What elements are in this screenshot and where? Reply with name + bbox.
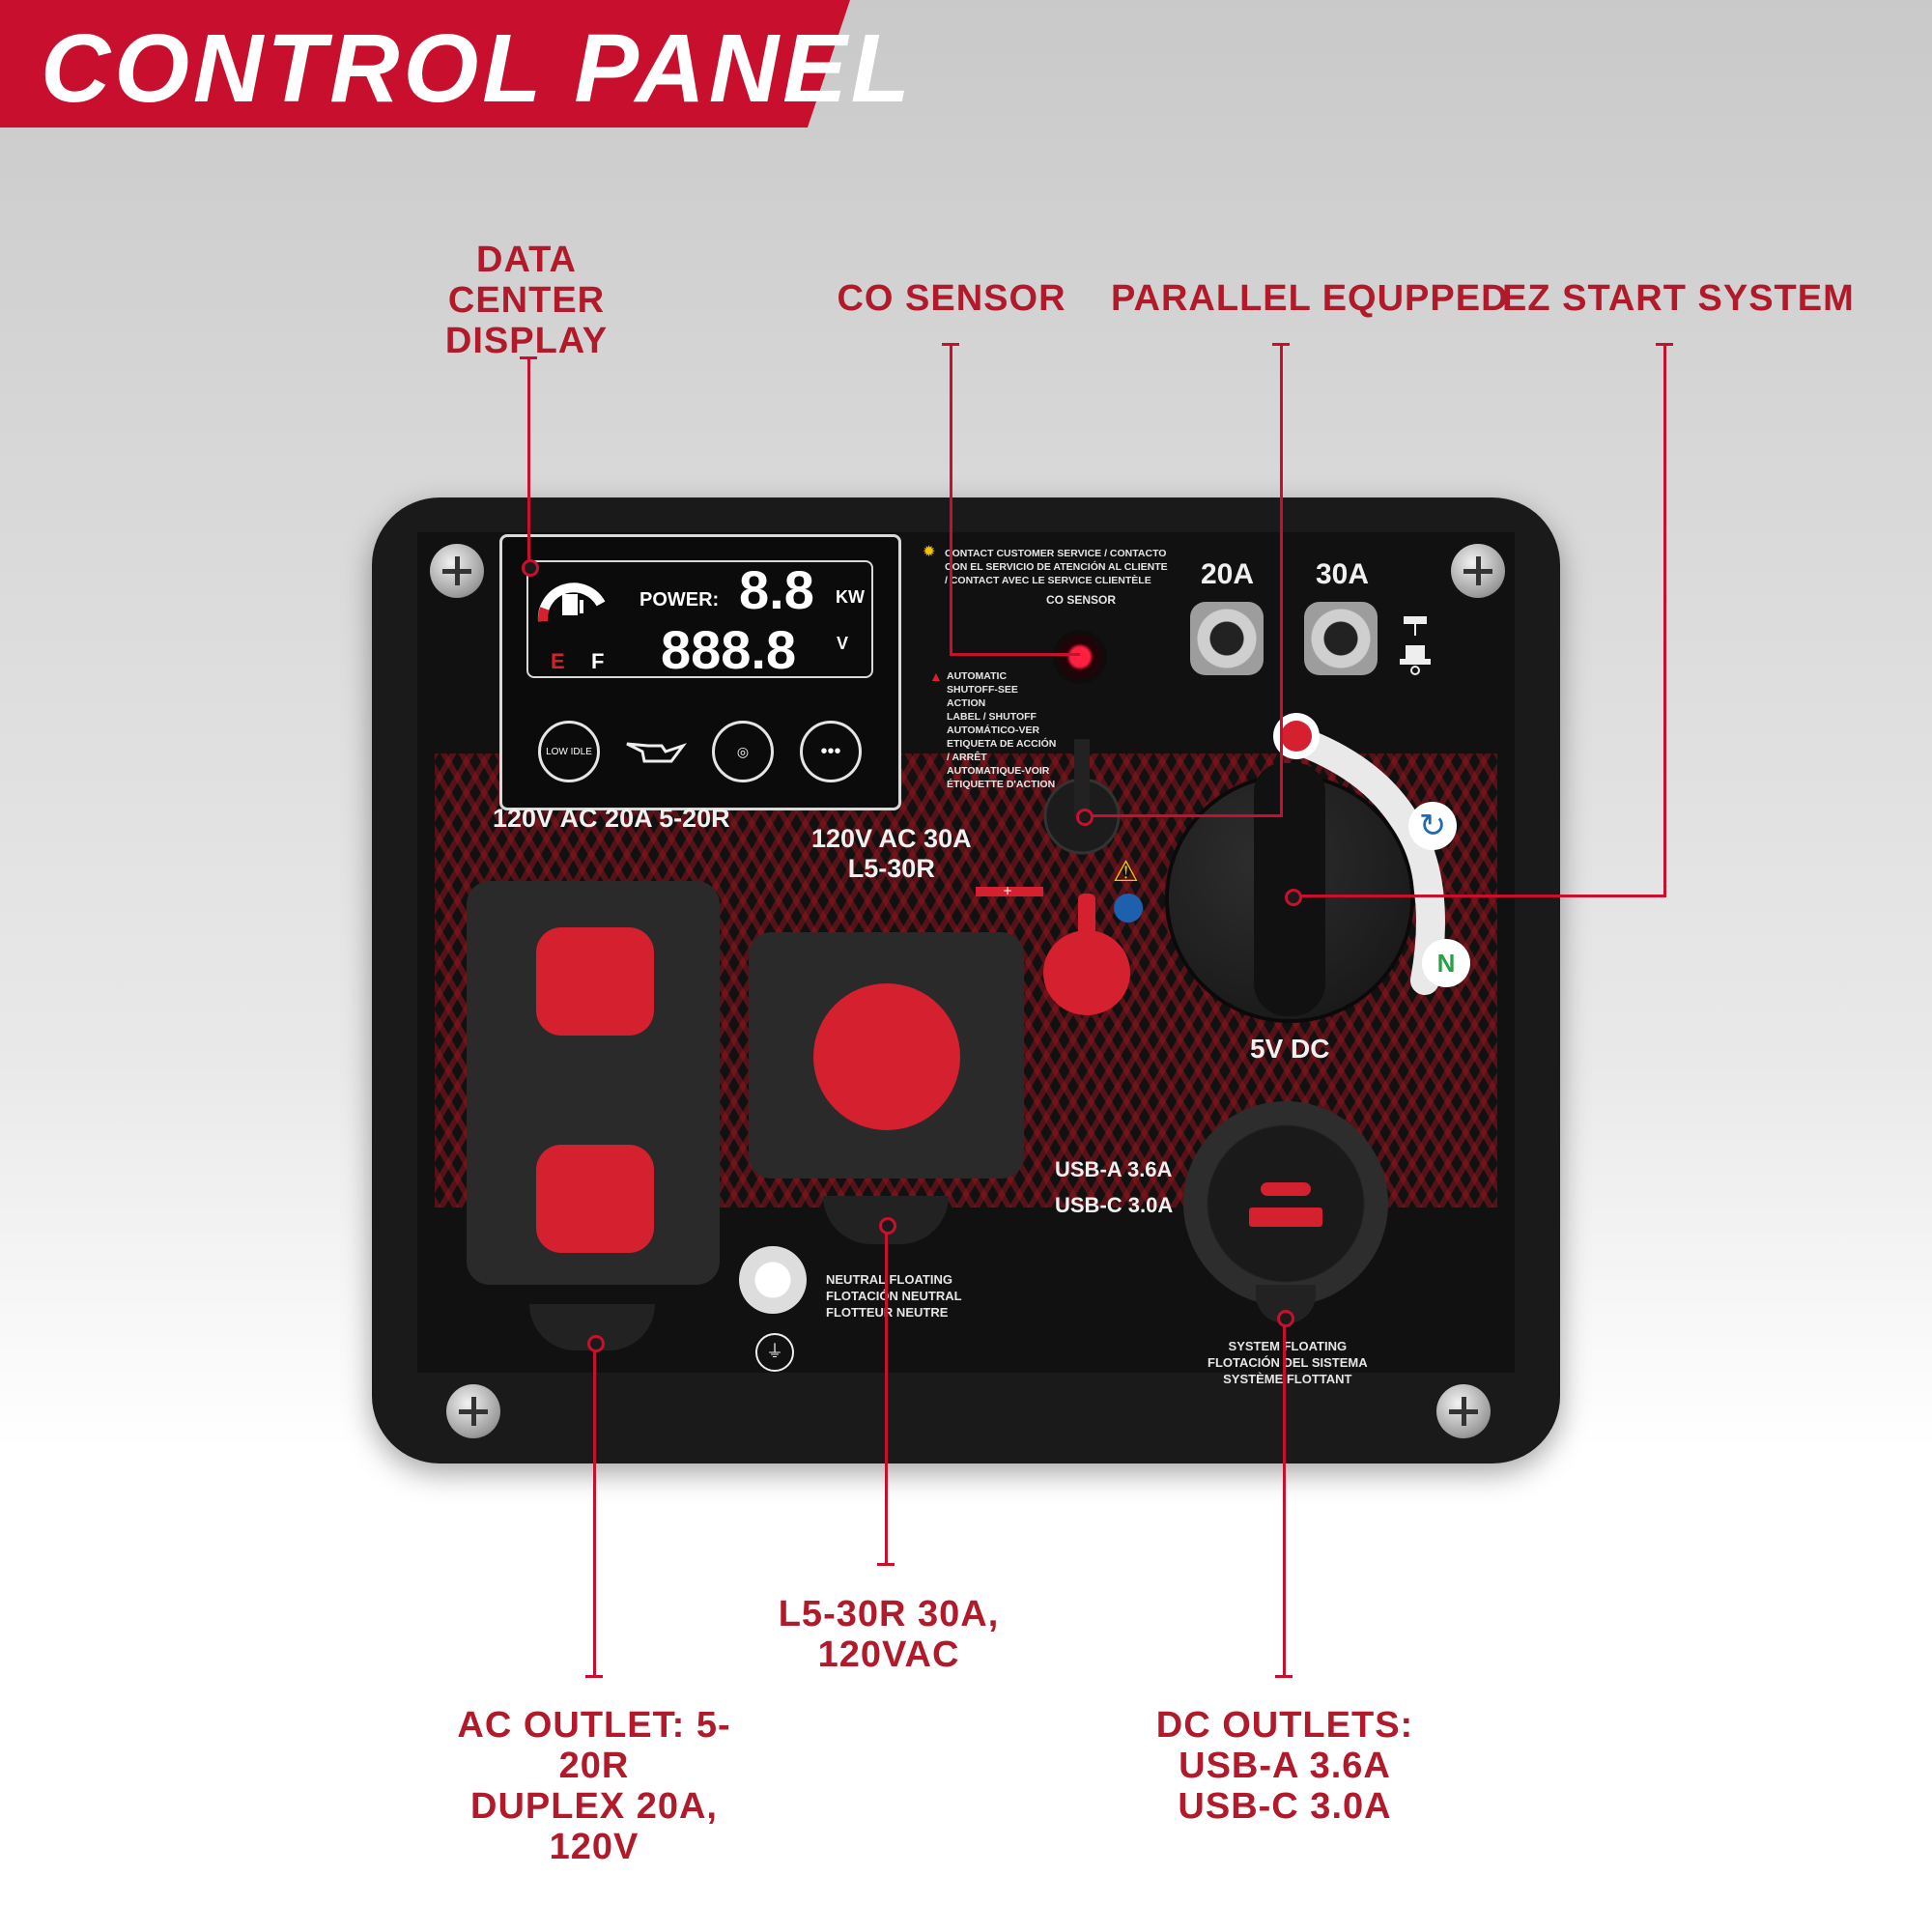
callout-dc-outlets: DC OUTLETS: USB-A 3.6A USB-C 3.0A bbox=[1155, 1705, 1414, 1827]
label-20a: 20A bbox=[1201, 558, 1255, 590]
shutoff-text: AUTOMATIC SHUTOFF-SEE ACTION LABEL / SHU… bbox=[947, 670, 1057, 790]
callout-ac-outlet: AC OUTLET: 5-20R DUPLEX 20A, 120V bbox=[457, 1705, 731, 1867]
callout-ez-start-system: EZ START SYSTEM bbox=[1502, 278, 1855, 319]
outlet-5-20r-label: 120V AC 20A 5-20R bbox=[493, 804, 730, 833]
run-icon: ↻ bbox=[1408, 802, 1457, 850]
leader-dot bbox=[587, 1335, 605, 1352]
leader-dot bbox=[879, 1217, 896, 1235]
label-30a: 30A bbox=[1316, 558, 1370, 590]
ground-icon: ⏚ bbox=[755, 1333, 794, 1372]
dc-5v-label: 5V DC bbox=[1250, 1034, 1330, 1064]
parallel-port-30a[interactable] bbox=[1304, 602, 1378, 675]
screw-icon bbox=[1451, 544, 1505, 598]
power-value: 8.8 bbox=[739, 559, 814, 620]
screw-icon bbox=[1436, 1384, 1491, 1438]
leader-tick bbox=[585, 1675, 603, 1678]
leader-tick bbox=[1272, 343, 1290, 346]
leader-line-ez-start-h bbox=[1291, 895, 1666, 897]
start-icon: N bbox=[1422, 939, 1470, 987]
choke-knob[interactable] bbox=[1041, 894, 1132, 1019]
manual-icon bbox=[1114, 894, 1143, 923]
contact-service-text: CONTACT CUSTOMER SERVICE / CONTACTO CON … bbox=[945, 548, 1168, 586]
fuel-gauge-icon bbox=[533, 565, 611, 642]
leader-line-co-sensor bbox=[950, 344, 952, 655]
leader-tick bbox=[877, 1563, 895, 1566]
outlet-l5-30r-label: 120V AC 30A L5-30R bbox=[811, 824, 972, 883]
parallel-connect-icon bbox=[1396, 609, 1435, 678]
outlet-5-20r-bottom[interactable] bbox=[536, 1145, 654, 1253]
power-unit: KW bbox=[836, 587, 865, 607]
page-title: CONTROL PANEL bbox=[41, 14, 914, 123]
screw-icon bbox=[446, 1384, 500, 1438]
leader-line-data-center bbox=[527, 357, 530, 565]
system-floating-text: SYSTEM FLOATING FLOTACIÓN DEL SISTEMA SY… bbox=[1208, 1339, 1368, 1386]
co-sensor-label: CO SENSOR bbox=[1046, 593, 1117, 607]
fuel-full-label: F bbox=[591, 649, 605, 673]
leader-tick bbox=[520, 356, 537, 359]
choke-icon: + bbox=[976, 879, 1043, 908]
usb-a-label: USB-A 3.6A bbox=[1055, 1157, 1173, 1181]
outlet-l5-30r[interactable] bbox=[813, 983, 960, 1130]
leader-line-l5-30r bbox=[885, 1222, 888, 1565]
title-banner bbox=[0, 0, 850, 128]
fuel-valve-lever[interactable] bbox=[1038, 739, 1125, 855]
neutral-floating-text: NEUTRAL FLOATING FLOTACIÓN NEUTRAL FLOTT… bbox=[826, 1272, 962, 1320]
leader-dot bbox=[1277, 1310, 1294, 1327]
callout-l5-30r: L5-30R 30A, 120VAC bbox=[778, 1594, 1000, 1675]
leader-line-parallel-h bbox=[1082, 814, 1283, 817]
low-idle-button[interactable]: LOW IDLE bbox=[538, 721, 600, 782]
leader-line-ac-outlet bbox=[593, 1341, 596, 1677]
leader-dot bbox=[522, 559, 539, 577]
co-sensor-light bbox=[1053, 630, 1107, 684]
svg-text:+: + bbox=[1003, 884, 1012, 897]
callout-co-sensor: CO SENSOR bbox=[837, 278, 1066, 319]
leader-dot bbox=[1076, 809, 1094, 826]
voltage-value: 888.8 bbox=[661, 619, 797, 680]
outlet-5-20r-top[interactable] bbox=[536, 927, 654, 1036]
caution-icon: ⚠ bbox=[1113, 856, 1139, 888]
power-label: POWER: bbox=[639, 589, 720, 611]
warning-light-icon: ✹ bbox=[923, 544, 936, 560]
leader-line-dc-outlets bbox=[1283, 1316, 1286, 1677]
leader-dot bbox=[1285, 889, 1302, 906]
eco-mode-icon: ◎ bbox=[712, 721, 774, 782]
oil-can-icon bbox=[623, 732, 688, 767]
low-idle-label: LOW IDLE bbox=[546, 746, 592, 757]
parallel-port-20a[interactable] bbox=[1190, 602, 1264, 675]
voltage-unit: V bbox=[837, 634, 849, 653]
usb-port-housing bbox=[1183, 1101, 1388, 1306]
leader-line-co-sensor-h bbox=[950, 653, 1080, 656]
usb-a-port[interactable] bbox=[1249, 1208, 1322, 1227]
leader-line-parallel bbox=[1280, 344, 1283, 817]
leader-line-ez-start bbox=[1663, 344, 1666, 896]
screw-icon bbox=[430, 544, 484, 598]
leader-tick bbox=[1275, 1675, 1293, 1678]
leader-tick bbox=[1656, 343, 1673, 346]
ground-terminal[interactable] bbox=[739, 1246, 807, 1314]
lcd-screen bbox=[526, 560, 873, 678]
callout-data-center-display: DATA CENTER DISPLAY bbox=[444, 240, 609, 361]
leader-tick bbox=[942, 343, 959, 346]
callout-parallel-equipped: PARALLEL EQUPPED bbox=[1111, 278, 1509, 319]
warning-icon: ▲ bbox=[929, 668, 943, 684]
more-dots: ••• bbox=[820, 740, 841, 762]
more-options-button[interactable]: ••• bbox=[800, 721, 862, 782]
fuel-empty-label: E bbox=[551, 649, 565, 673]
usb-c-port[interactable] bbox=[1261, 1182, 1311, 1196]
usb-c-label: USB-C 3.0A bbox=[1055, 1193, 1174, 1217]
